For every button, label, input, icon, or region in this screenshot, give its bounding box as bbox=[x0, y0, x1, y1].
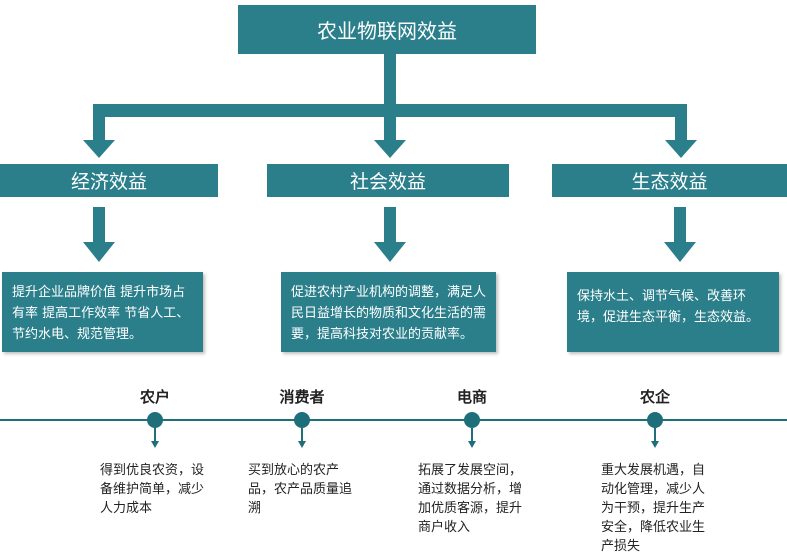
category-box-ecological: 生态效益 bbox=[552, 164, 787, 197]
beneficiary-desc-enterprise: 重大发展机遇，自动化管理，减少人为干预，提升生产安全，降低农业生产损失 bbox=[601, 463, 706, 554]
beneficiary-desc-ecommerce: 拓展了发展空间，通过数据分析，增加优质客源，提升商户收入 bbox=[418, 463, 523, 535]
detail-text: 保持水土、调节气候、改善环境，促进生态平衡，生态效益。 bbox=[577, 289, 760, 325]
detail-box-ecological: 保持水土、调节气候、改善环境，促进生态平衡，生态效益。 bbox=[567, 272, 779, 352]
root-title: 农业物联网效益 bbox=[317, 19, 457, 43]
branch-stem-mid bbox=[384, 117, 396, 144]
arrow-down-icon bbox=[374, 140, 406, 158]
arrow-down-icon bbox=[83, 242, 115, 262]
arrow-down-icon bbox=[83, 140, 115, 158]
beneficiary-label-farmer: 农户 bbox=[139, 388, 170, 406]
category-box-social: 社会效益 bbox=[267, 164, 509, 197]
arrow-down-icon bbox=[665, 140, 697, 158]
detail-text: 促进农村产业机构的调整，满足人民日益增长的物质和文化生活的需要，提高科技对农业的… bbox=[291, 285, 487, 342]
beneficiary-desc-consumer: 买到放心的农产品，农产品质量追溯 bbox=[248, 463, 353, 516]
timeline-marker-1 bbox=[147, 412, 163, 448]
timeline-marker-2 bbox=[294, 412, 310, 448]
beneficiary-label-ecommerce: 电商 bbox=[456, 388, 487, 406]
timeline-marker-4 bbox=[647, 412, 663, 448]
branch-stem-right bbox=[675, 117, 687, 144]
timeline-marker-3 bbox=[464, 412, 480, 448]
beneficiary-label-enterprise: 农企 bbox=[639, 388, 670, 406]
beneficiary-label-consumer: 消费者 bbox=[279, 388, 325, 406]
detail-stem-left bbox=[93, 207, 105, 246]
branch-bar bbox=[93, 104, 687, 117]
category-title: 社会效益 bbox=[349, 171, 426, 193]
arrow-down-icon bbox=[374, 242, 406, 262]
branch-stem-left bbox=[93, 117, 105, 144]
category-title: 生态效益 bbox=[631, 171, 708, 193]
root-stem bbox=[384, 54, 396, 104]
detail-text: 提升企业品牌价值 提升市场占有率 提高工作效率 节省人工、节约水电、规范管理。 bbox=[12, 285, 190, 342]
detail-box-social: 促进农村产业机构的调整，满足人民日益增长的物质和文化生活的需要，提高科技对农业的… bbox=[281, 272, 496, 352]
beneficiary-desc-farmer: 得到优良农资，设备维护简单，减少人力成本 bbox=[100, 463, 205, 516]
detail-stem-mid bbox=[384, 207, 396, 246]
category-title: 经济效益 bbox=[70, 171, 147, 193]
root-box: 农业物联网效益 bbox=[238, 5, 536, 54]
detail-stem-right bbox=[674, 207, 686, 246]
detail-box-economic: 提升企业品牌价值 提升市场占有率 提高工作效率 节省人工、节约水电、规范管理。 bbox=[2, 272, 203, 352]
category-box-economic: 经济效益 bbox=[0, 164, 218, 197]
arrow-down-icon bbox=[664, 242, 696, 262]
